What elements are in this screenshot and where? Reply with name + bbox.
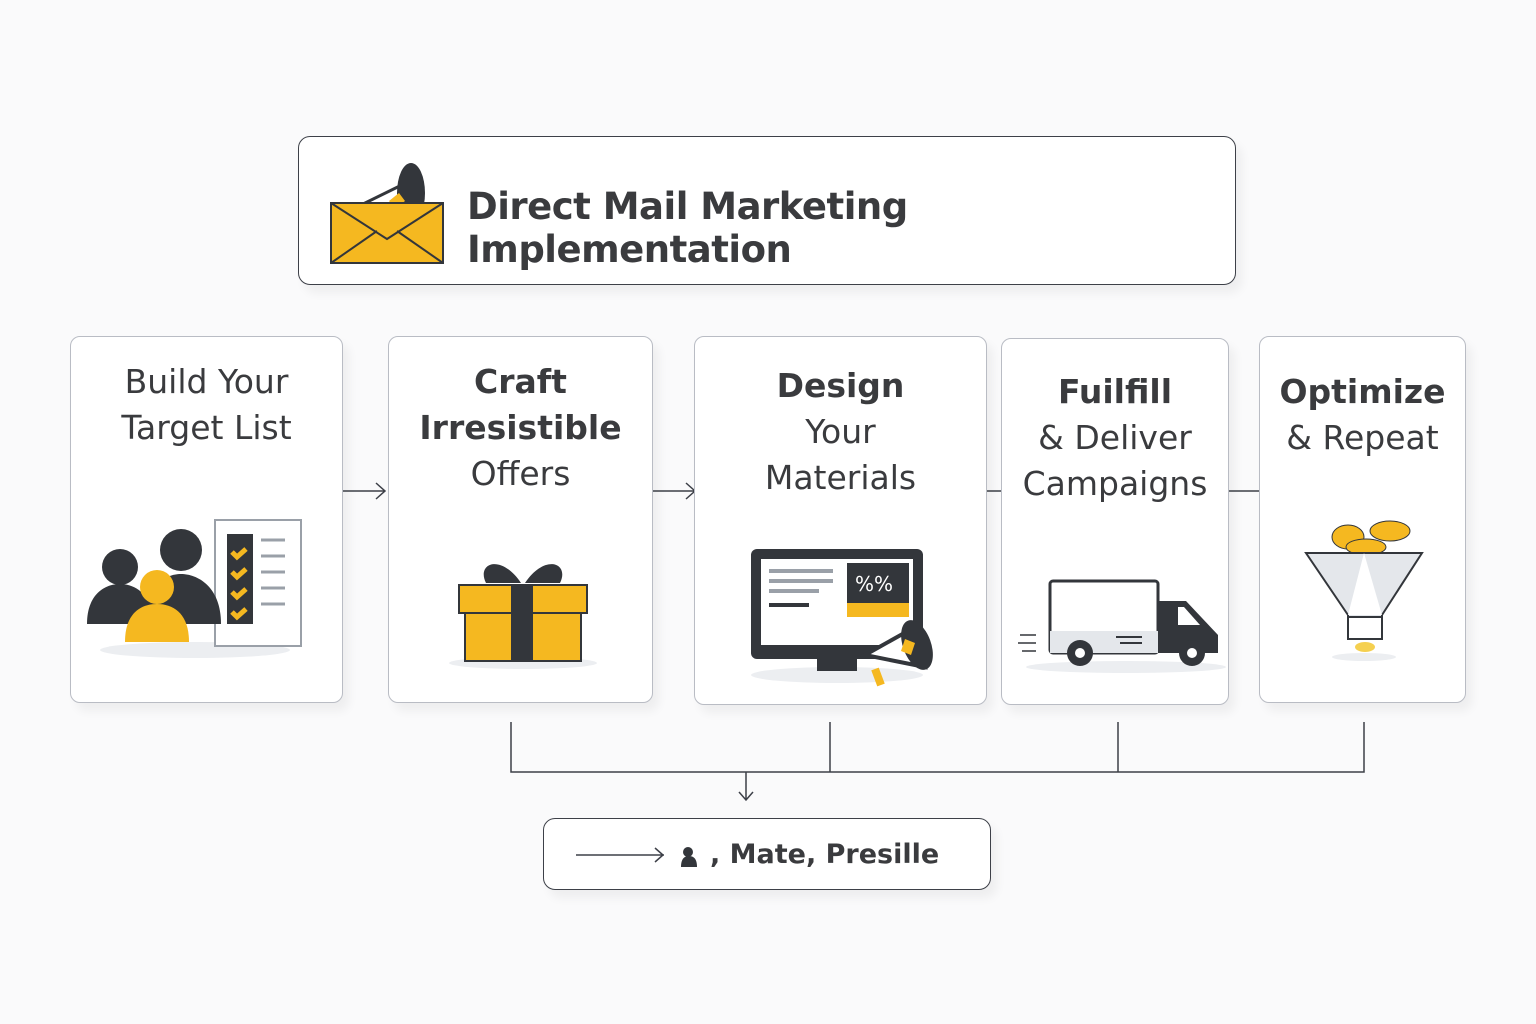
step-title-line: Your bbox=[805, 412, 876, 451]
delivery-truck-icon bbox=[1018, 579, 1226, 673]
arrow-right-icon bbox=[576, 847, 665, 863]
monitor-megaphone-icon: %% bbox=[751, 549, 933, 687]
result-label-text: Mate, Presille bbox=[729, 839, 940, 870]
step-title-line: Design bbox=[776, 366, 905, 405]
step-title-line: Campaigns bbox=[1022, 464, 1208, 503]
step-card-craft-offers: Craft Irresistible Offers bbox=[388, 336, 653, 703]
svg-text:%%: %% bbox=[855, 572, 893, 596]
page-title: Direct Mail Marketing Implementation bbox=[467, 185, 908, 271]
gift-icon bbox=[449, 564, 597, 669]
step-title: Design Your Materials bbox=[695, 363, 986, 501]
step-card-fulfill-deliver: Fuilfill & Deliver Campaigns bbox=[1001, 338, 1229, 705]
arrow-step1-to-step2 bbox=[337, 482, 387, 500]
step-title-line: Fuilfill bbox=[1057, 372, 1173, 411]
merge-connector bbox=[510, 722, 1365, 802]
person-icon bbox=[681, 847, 697, 867]
step-title-line: & Deliver bbox=[1038, 418, 1192, 457]
step-title-line: Offers bbox=[470, 454, 571, 493]
result-label: , Mate, Presille bbox=[710, 839, 940, 870]
result-box: , Mate, Presille bbox=[543, 818, 991, 890]
step-title-line: & Repeat bbox=[1286, 418, 1439, 457]
step-card-build-target-list: Build Your Target List bbox=[70, 336, 343, 703]
step-title-line: Irresistible bbox=[419, 408, 622, 447]
step-title-line: Materials bbox=[764, 458, 917, 497]
step-title: Craft Irresistible Offers bbox=[389, 359, 652, 497]
envelope-megaphone-icon bbox=[330, 163, 444, 264]
funnel-coins-icon bbox=[1304, 520, 1424, 661]
step-card-design-materials: Design Your Materials %% bbox=[694, 336, 987, 705]
step-title: Build Your Target List bbox=[71, 359, 342, 451]
step-title-line: Craft bbox=[474, 362, 567, 401]
header-box: Direct Mail Marketing Implementation bbox=[298, 136, 1236, 285]
step-title-line: Build Your bbox=[124, 362, 289, 401]
step-title-line: Optimize bbox=[1279, 372, 1446, 411]
step-title: Fuilfill & Deliver Campaigns bbox=[1002, 369, 1228, 507]
step-card-optimize-repeat: Optimize & Repeat bbox=[1259, 336, 1466, 703]
step-title: Optimize & Repeat bbox=[1260, 369, 1465, 461]
arrow-step2-to-step3 bbox=[647, 482, 697, 500]
audience-checklist-icon bbox=[87, 519, 302, 658]
step-title-line: Target List bbox=[121, 408, 292, 447]
